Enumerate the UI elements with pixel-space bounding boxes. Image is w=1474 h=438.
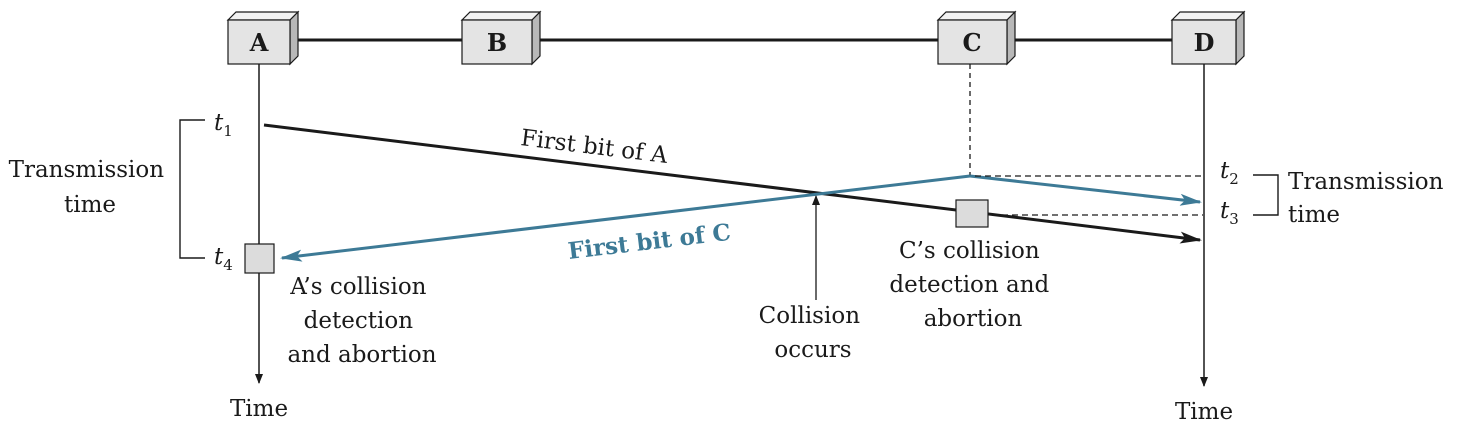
- signal-c-left: [280, 174, 971, 262]
- left-bracket: [179, 119, 205, 259]
- signal-a-line: [263, 123, 1202, 244]
- time-label-left: Time: [230, 396, 288, 422]
- station-a: A: [226, 10, 300, 66]
- t1-label: t1: [214, 110, 233, 140]
- signal-c-right: [969, 174, 1202, 206]
- t4-label: t4: [214, 244, 233, 274]
- a-abort-label: A’s collision detection and abortion: [287, 274, 436, 368]
- station-d: D: [1170, 10, 1246, 66]
- c-abort-box: [955, 199, 989, 228]
- t2-label: t2: [1220, 158, 1239, 188]
- left-transmission-label: Transmission time: [9, 157, 172, 218]
- station-b-label: B: [487, 28, 507, 57]
- a-abort-box: [244, 243, 275, 274]
- station-b: B: [460, 10, 542, 66]
- collision-label: Collision occurs: [759, 303, 868, 363]
- time-label-right: Time: [1175, 399, 1233, 425]
- station-a-label: A: [249, 28, 269, 57]
- right-bracket: [1253, 174, 1279, 216]
- c-abort-label: C’s collision detection and abortion: [889, 238, 1056, 332]
- station-d-label: D: [1194, 28, 1215, 57]
- t3-label: t3: [1220, 198, 1239, 228]
- right-transmission-label: Transmission time: [1288, 169, 1451, 228]
- station-c-label: C: [962, 28, 981, 57]
- signal-a-label: First bit of A: [519, 125, 669, 169]
- station-c: C: [936, 10, 1017, 66]
- signal-c-label: First bit of C: [567, 219, 733, 265]
